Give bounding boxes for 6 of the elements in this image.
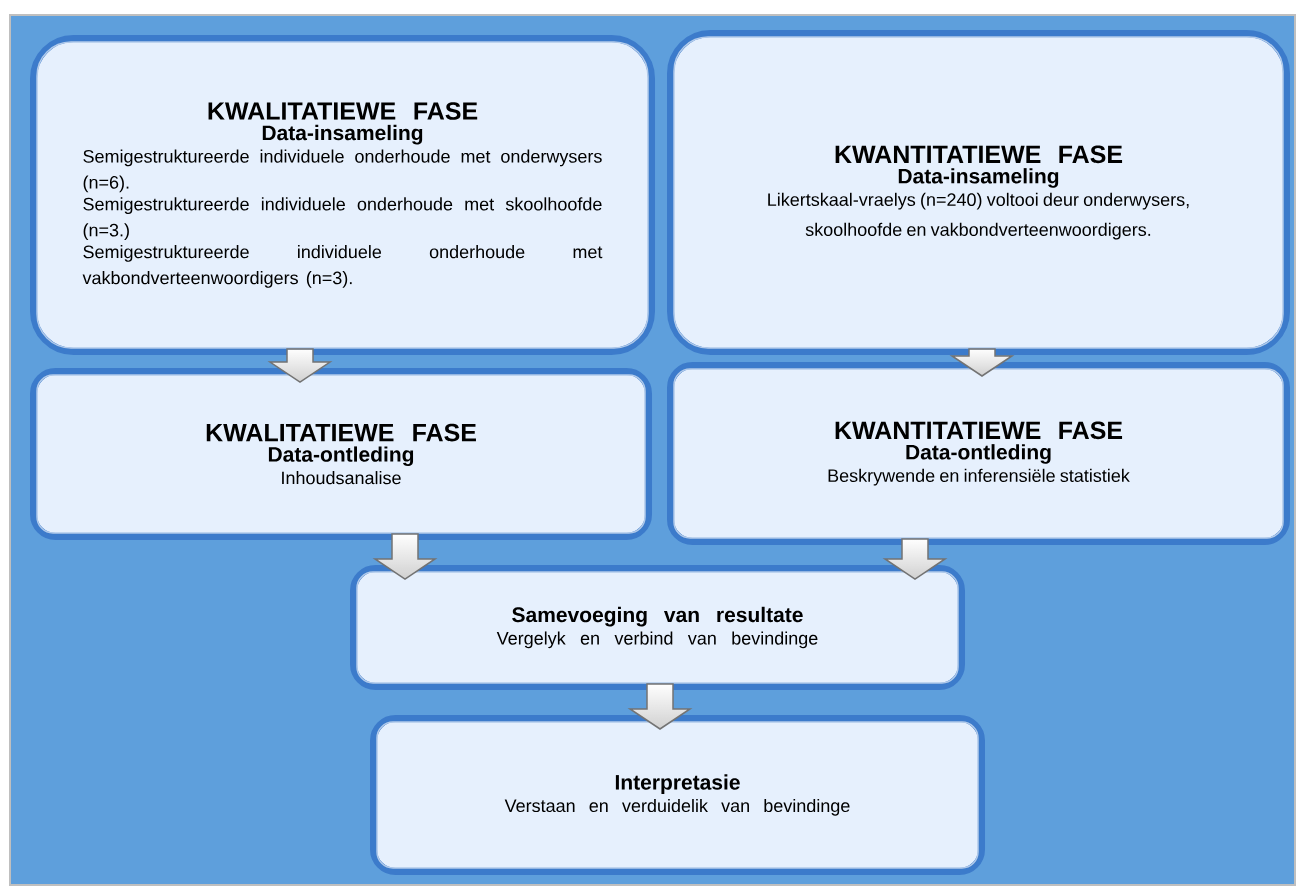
process-box: Samevoeging van resultate Vergelyk en verbind van bevindinge xyxy=(350,565,965,690)
process-box: KWANTITATIEWE FASE Data-insameling Likertskaal-vraelys (n=240) voltooi deur onderwysers, skoolhoofde en vakbondverteenwoordigers. xyxy=(667,30,1290,355)
process-box: KWANTITATIEWE FASE Data-ontleding Beskrywende en inferensiële statistiek xyxy=(667,362,1290,545)
process-box: Interpretasie Verstaan en verduidelik van bevindinge xyxy=(370,715,985,875)
process-box: KWALITATIEWE FASE Data-insameling Semigestruktureerde individuele onderhoude met onderwysers (n=6). Semigestruktureerde individuele onderhoude met skoolhoofde (n=3.) Semigestruktureerde individuele onderhoude met vakbondverteenwoordigers (n=3). xyxy=(30,35,655,355)
process-box: KWALITATIEWE FASE Data-ontleding Inhoudsanalise xyxy=(30,368,652,540)
